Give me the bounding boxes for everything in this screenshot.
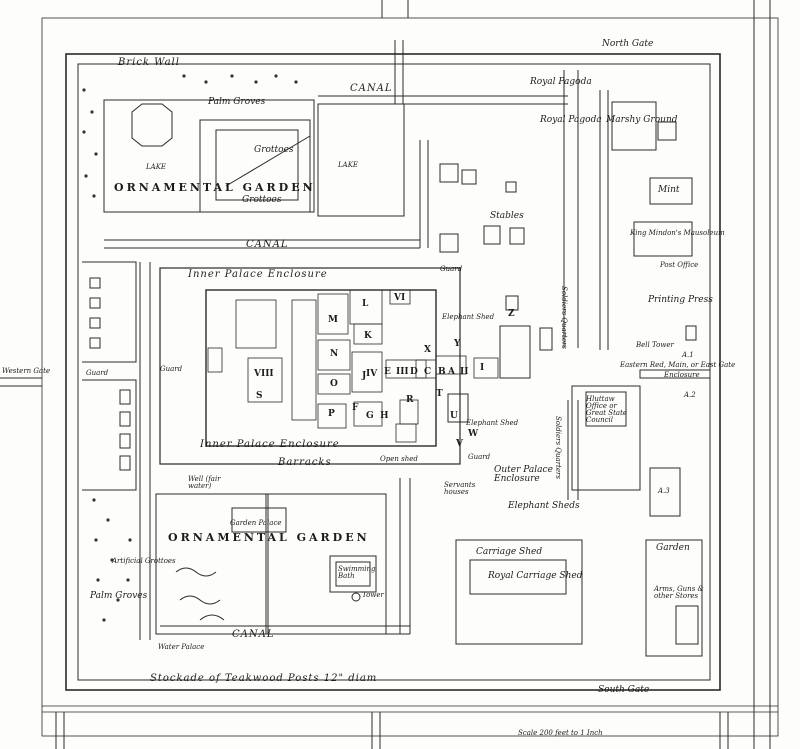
bell-tower-label: Bell Tower xyxy=(636,341,674,349)
building-letter: C xyxy=(424,367,432,377)
canal-bottom-label: CANAL xyxy=(232,629,275,640)
building-letter: II xyxy=(460,367,469,377)
garden-right-label: Garden xyxy=(656,543,690,553)
inner-palace-bottom-label: Inner Palace Enclosure xyxy=(200,439,340,450)
stables-label: Stables xyxy=(490,211,524,221)
building-letter: G xyxy=(366,411,374,421)
elephant-shed-2-label: Elephant Shed xyxy=(466,419,519,427)
building-letter: U xyxy=(450,411,458,421)
guard-2-label: Guard xyxy=(160,365,183,373)
building-letter: IV xyxy=(366,369,378,379)
building-letter: F xyxy=(352,403,359,413)
guard-4-label: Guard xyxy=(468,453,491,461)
marshy-ground-label: Marshy Ground xyxy=(606,115,678,125)
a1-label: A.1 xyxy=(682,351,694,359)
building-letter: J xyxy=(362,371,367,381)
building-letter: S xyxy=(256,391,263,401)
building-letter: X xyxy=(424,345,431,355)
building-letter: I xyxy=(480,363,485,373)
elephant-shed-1-label: Elephant Shed xyxy=(442,313,495,321)
building-letter: III xyxy=(396,367,409,377)
royal-pagoda-1-label: Royal Pagoda xyxy=(530,77,592,87)
scale-label: Scale 200 feet to 1 Inch xyxy=(518,729,603,737)
ornamental-garden-top-label: ORNAMENTAL GARDEN xyxy=(114,181,316,194)
ornamental-garden-bottom-label: ORNAMENTAL GARDEN xyxy=(168,531,370,544)
building-letter: VI xyxy=(394,293,406,303)
building-letter: K xyxy=(364,331,372,341)
building-letter: D xyxy=(410,367,418,377)
lake-left-label: LAKE xyxy=(146,163,167,171)
building-letter: M xyxy=(328,315,338,325)
canal-top-label: CANAL xyxy=(350,83,393,94)
palm-groves-top-label: Palm Groves xyxy=(208,97,266,107)
building-letter: V xyxy=(456,439,463,449)
south-gate-label: South Gate xyxy=(598,685,650,695)
north-gate-label: North Gate xyxy=(602,39,654,49)
grottoes-2-label: Grottoes xyxy=(242,195,282,205)
a3-label: A.3 xyxy=(658,487,670,495)
east-gate-label: Eastern Red, Main, or East Gate xyxy=(620,361,736,369)
western-gate-label: Western Gate xyxy=(2,367,51,375)
building-letter: T xyxy=(436,389,443,399)
brick-wall-label: Brick Wall xyxy=(118,57,180,68)
open-shed-label: Open shed xyxy=(380,455,418,463)
hluttaw-label: Hluttaw Office or Great State Council xyxy=(586,395,628,424)
building-letter: B xyxy=(438,367,446,377)
inner-palace-top-label: Inner Palace Enclosure xyxy=(188,269,328,280)
artificial-grottoes-label: Artificial Grottoes xyxy=(112,557,176,565)
post-office-label: Post Office xyxy=(660,261,699,269)
building-letter: E xyxy=(384,367,391,377)
water-palace-label: Water Palace xyxy=(158,643,205,651)
elephant-sheds-label: Elephant Sheds xyxy=(508,501,580,511)
canal-mid-label: CANAL xyxy=(246,239,289,250)
lake-right-label: LAKE xyxy=(338,161,359,169)
building-letter: O xyxy=(330,379,338,389)
building-letter: H xyxy=(380,411,389,421)
stockade-label: Stockade of Teakwood Posts 12" diam xyxy=(150,673,378,684)
building-letter: R xyxy=(406,395,414,405)
grottoes-1-label: Grottoes xyxy=(254,145,294,155)
building-letter: Z xyxy=(508,309,515,319)
palm-groves-left-label: Palm Groves xyxy=(90,591,148,601)
building-letter: Y xyxy=(454,339,461,349)
mausoleum-label: King Mindon's Mausoleum xyxy=(630,229,725,237)
a2-label: A.2 xyxy=(684,391,696,399)
building-letter: N xyxy=(330,349,339,359)
building-letter: L xyxy=(362,299,369,309)
royal-carriage-shed-label: Royal Carriage Shed xyxy=(488,571,583,581)
barracks-label: Barracks xyxy=(278,457,332,468)
carriage-shed-label: Carriage Shed xyxy=(476,547,543,557)
mint-label: Mint xyxy=(658,185,680,195)
soldiers-quarters-1-label: Soldiers Quarters xyxy=(560,286,568,349)
swimming-bath-label: Swimming Bath xyxy=(338,565,376,580)
building-letter: W xyxy=(468,429,479,439)
enclosure-label: Enclosure xyxy=(664,371,700,379)
servants-houses-label: Servants houses xyxy=(444,481,476,496)
building-letter: VIII xyxy=(254,369,274,379)
tower-label: Tower xyxy=(362,591,384,599)
printing-press-label: Printing Press xyxy=(648,295,713,305)
arms-stores-label: Arms, Guns & other Stores xyxy=(654,585,704,600)
building-letter: P xyxy=(328,409,335,419)
building-letter: A xyxy=(448,367,455,377)
outer-palace-label: Outer Palace Enclosure xyxy=(494,465,553,484)
garden-palace-label: Garden Palace xyxy=(230,519,282,527)
guard-1-label: Guard xyxy=(440,265,463,273)
soldiers-quarters-2-label: Soldiers Quarters xyxy=(554,416,562,479)
well-label: Well (fair water) xyxy=(188,475,221,490)
guard-3-label: Guard xyxy=(86,369,109,377)
royal-pagoda-2-label: Royal Pagoda xyxy=(540,115,602,125)
